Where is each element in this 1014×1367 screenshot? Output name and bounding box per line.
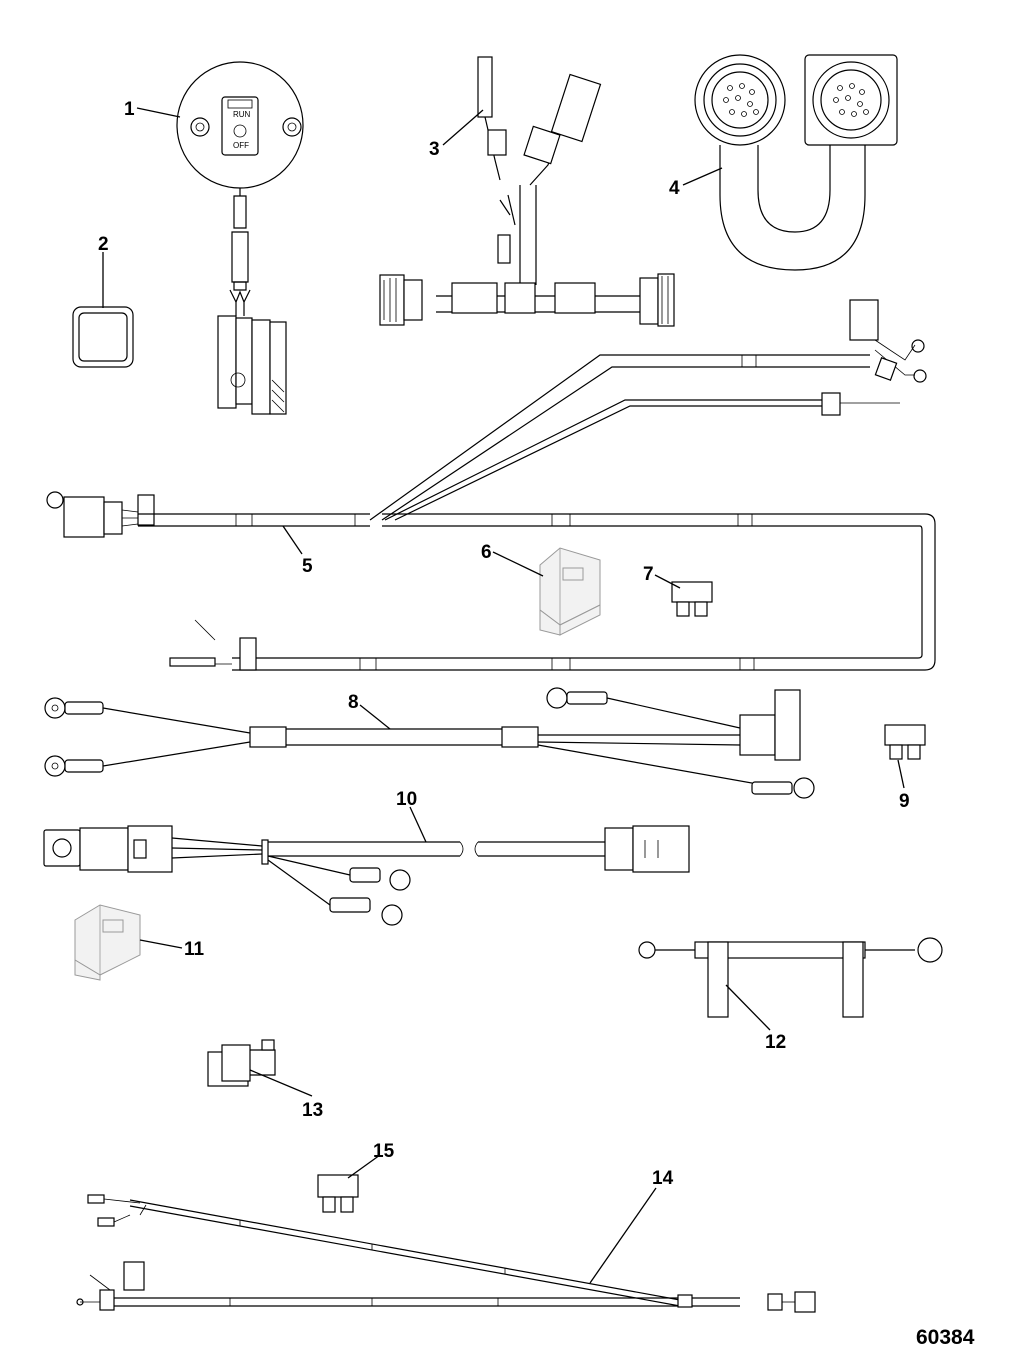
part-3-harness bbox=[379, 56, 675, 327]
part-6-relay bbox=[539, 547, 601, 636]
part-14-long-harness bbox=[76, 1194, 816, 1313]
callout-11: 11 bbox=[184, 939, 205, 960]
drawing-number: 60384 bbox=[916, 1326, 975, 1349]
callout-13: 13 bbox=[302, 1100, 323, 1121]
part-8-battery-harness bbox=[44, 687, 815, 799]
part-5-main-harness bbox=[46, 299, 936, 671]
part-15-fuse bbox=[317, 1174, 359, 1213]
callout-9: 9 bbox=[899, 791, 910, 812]
switch-run-label: RUN bbox=[233, 110, 251, 119]
part-4-connector-harness bbox=[694, 54, 898, 271]
callout-10: 10 bbox=[396, 789, 417, 810]
callout-2: 2 bbox=[98, 234, 109, 255]
callout-4: 4 bbox=[669, 178, 680, 199]
callout-8: 8 bbox=[348, 692, 359, 713]
callout-1: 1 bbox=[124, 99, 135, 120]
callout-3: 3 bbox=[429, 139, 440, 160]
part-11-relay bbox=[74, 904, 141, 981]
callout-7: 7 bbox=[643, 564, 654, 585]
callout-12: 12 bbox=[765, 1032, 786, 1053]
part-1-ignition-switch: RUN OFF bbox=[176, 61, 304, 415]
part-9-fuse bbox=[884, 724, 926, 760]
leader-lines bbox=[102, 107, 905, 1284]
part-12-ground-strap bbox=[638, 937, 943, 1018]
callout-14: 14 bbox=[652, 1168, 674, 1189]
part-13-switch bbox=[207, 1039, 276, 1087]
part-7-fuse bbox=[671, 581, 713, 617]
callout-5: 5 bbox=[302, 556, 313, 577]
switch-off-label: OFF bbox=[233, 141, 249, 150]
part-2-seal bbox=[72, 306, 134, 368]
callout-15: 15 bbox=[373, 1141, 395, 1162]
part-10-harness bbox=[43, 825, 690, 926]
callout-numbers: 1 2 3 4 5 6 7 8 9 10 11 12 13 14 15 bbox=[98, 99, 910, 1189]
callout-6: 6 bbox=[481, 542, 492, 563]
